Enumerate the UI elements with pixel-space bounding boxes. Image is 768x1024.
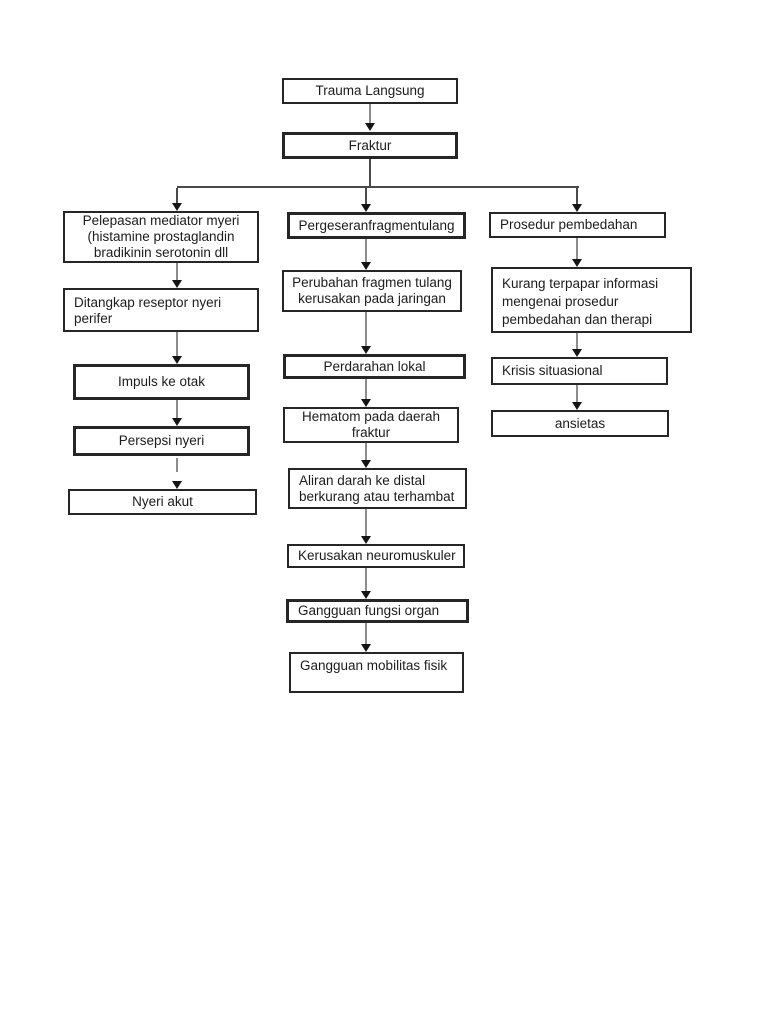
connector-line	[576, 333, 578, 350]
connector-line	[369, 104, 371, 124]
clipped-text-fragment: · · · · · · ·	[321, 308, 423, 310]
connector-line	[176, 263, 178, 281]
connector-line	[365, 312, 367, 347]
node-perubahan-fragmen: Perubahan fragmen tulang kerusakan pada …	[282, 270, 462, 312]
node-pelepasan-mediator: Pelepasan mediator myeri (histamine pros…	[63, 211, 259, 263]
node-label: Krisis situasional	[502, 363, 603, 378]
node-pergeseran-fragmen-tulang: Pergeseranfragmentulang	[287, 212, 466, 239]
connector-line	[369, 159, 371, 188]
node-label: mengenai prosedur	[502, 294, 619, 309]
arrow-down-icon	[361, 644, 371, 652]
node-impuls-ke-otak: Impuls ke otak	[73, 364, 250, 400]
node-label: kerusakan pada jaringan	[298, 291, 446, 306]
node-nyeri-akut: Nyeri akut	[68, 489, 257, 515]
node-fraktur: Fraktur	[282, 132, 458, 159]
node-label: Ditangkap reseptor nyeri	[74, 295, 222, 310]
node-gangguan-mobilitas-fisik: Gangguan mobilitas fisik	[289, 652, 464, 693]
node-label: bradikinin serotonin dll	[93, 245, 229, 260]
arrow-down-icon	[172, 481, 182, 489]
node-kerusakan-neuromuskuler: Kerusakan neuromuskuler	[287, 544, 465, 568]
node-krisis-situasional: Krisis situasional	[491, 357, 668, 385]
node-prosedur-pembedahan: Prosedur pembedahan	[489, 212, 666, 238]
connector-line	[365, 188, 367, 205]
node-label: Nyeri akut	[132, 494, 193, 509]
connector-line	[576, 188, 578, 205]
connector-line	[176, 458, 178, 472]
node-gangguan-fungsi-organ: Gangguan fungsi organ · · ·	[286, 599, 469, 623]
connector-line	[365, 623, 367, 645]
node-label: (histamine prostaglandin	[87, 229, 235, 244]
node-label: Pergeseranfragmentulang	[298, 217, 455, 233]
arrow-down-icon	[361, 591, 371, 599]
node-trauma-langsung: Trauma Langsung	[282, 78, 458, 104]
connector-line	[576, 385, 578, 403]
node-label: Impuls ke otak	[117, 374, 206, 389]
node-label: Fraktur	[348, 137, 392, 153]
node-ditangkap-reseptor: Ditangkap reseptor nyeri perifer	[63, 288, 259, 332]
node-aliran-darah: Aliran darah ke distal berkurang atau te…	[288, 468, 467, 509]
node-label: Aliran darah ke distal	[299, 473, 426, 488]
connector-line	[365, 239, 367, 263]
arrow-down-icon	[361, 399, 371, 407]
arrow-down-icon	[361, 346, 371, 354]
arrow-down-icon	[572, 204, 582, 212]
arrow-down-icon	[365, 123, 375, 131]
arrow-down-icon	[361, 460, 371, 468]
connector-line	[365, 509, 367, 537]
node-label: Kurang terpapar informasi	[502, 276, 659, 291]
arrow-down-icon	[172, 418, 182, 426]
node-label: Trauma Langsung	[315, 83, 425, 98]
arrow-down-icon	[361, 262, 371, 270]
node-label: Persepsi nyeri	[118, 433, 205, 448]
node-label: Pelepasan mediator myeri	[82, 213, 240, 228]
node-label: berkurang atau terhambat	[299, 489, 455, 504]
connector-line	[176, 400, 178, 419]
node-persepsi-nyeri: Persepsi nyeri	[73, 426, 250, 456]
node-label: Gangguan mobilitas fisik	[300, 658, 448, 673]
connector-line	[365, 443, 367, 461]
arrow-down-icon	[361, 536, 371, 544]
node-label: Prosedur pembedahan	[500, 217, 638, 232]
connector-line	[176, 188, 178, 204]
arrow-down-icon	[172, 203, 182, 211]
node-perdarahan-lokal: Perdarahan lokal	[283, 354, 466, 379]
node-label: Perdarahan lokal	[323, 358, 426, 374]
node-ansietas: ansietas	[491, 410, 669, 437]
connector-line	[176, 332, 178, 357]
connector-line	[365, 379, 367, 400]
arrow-down-icon	[172, 356, 182, 364]
arrow-down-icon	[172, 280, 182, 288]
node-label: Kerusakan neuromuskuler	[298, 548, 456, 563]
node-hematom: Hematom pada daerah fraktur	[283, 407, 459, 443]
node-label: pembedahan dan therapi	[502, 312, 653, 327]
node-kurang-terpapar-informasi: Kurang terpapar informasi mengenai prose…	[491, 267, 692, 333]
branch-line	[177, 186, 579, 188]
node-label: Perubahan fragmen tulang	[292, 275, 452, 290]
arrow-down-icon	[572, 349, 582, 357]
arrow-down-icon	[572, 259, 582, 267]
node-label: Hematom pada daerah	[301, 409, 441, 424]
arrow-down-icon	[572, 402, 582, 410]
connector-line	[576, 238, 578, 260]
node-label: Gangguan fungsi organ	[298, 603, 440, 618]
connector-line	[365, 568, 367, 592]
node-label: fraktur	[351, 425, 391, 440]
node-label: ansietas	[554, 415, 606, 431]
node-label: perifer	[74, 311, 113, 326]
arrow-down-icon	[361, 204, 371, 212]
